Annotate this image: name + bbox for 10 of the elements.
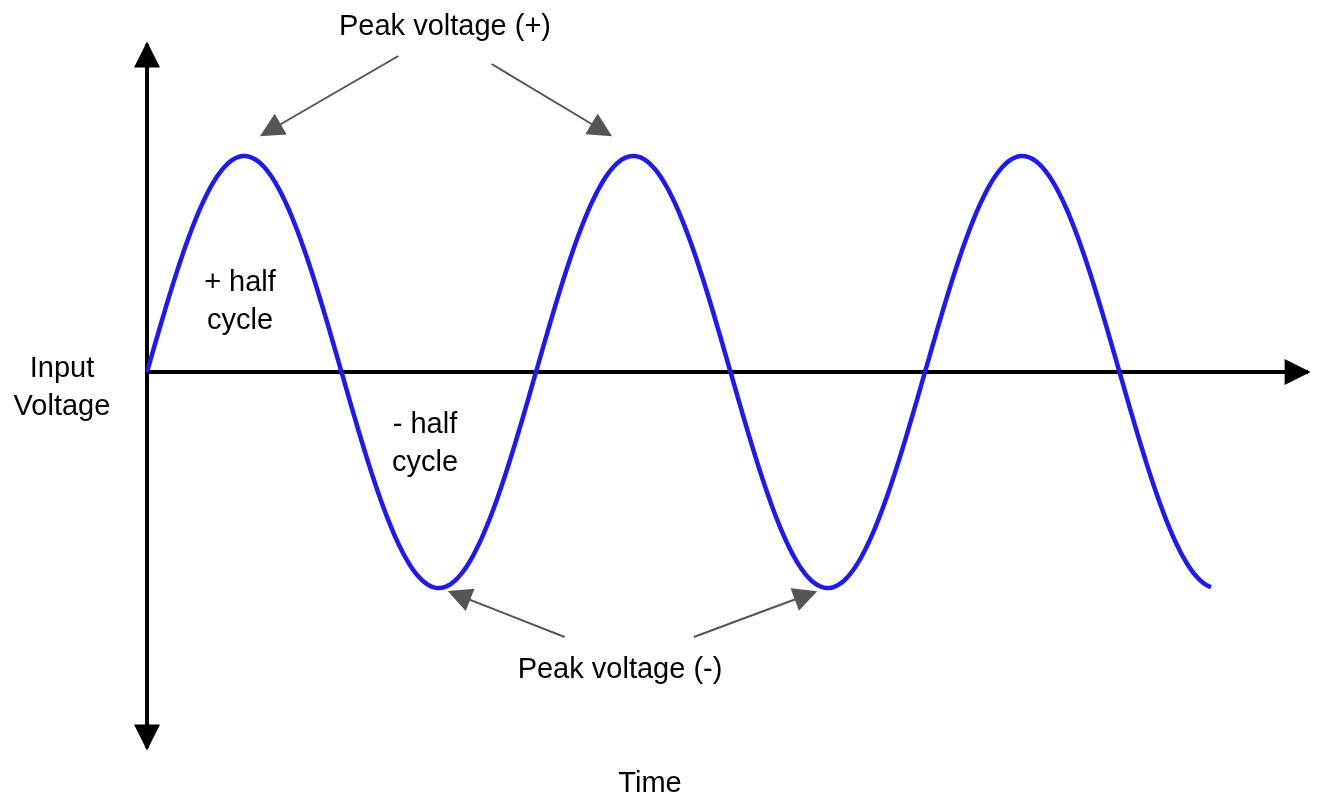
leader-arrow [692,588,818,638]
text-label: - half cycle [390,406,460,479]
text-label: Time [617,765,683,800]
callout-label: Peak voltage (-) [517,649,723,687]
text-label: + half cycle [203,264,277,337]
leader-arrow [447,588,566,638]
callout-label: Peak voltage (+) [339,6,551,44]
leader-arrow [259,55,400,137]
leader-arrow [490,63,613,137]
text-label: Input Voltage [12,350,112,423]
